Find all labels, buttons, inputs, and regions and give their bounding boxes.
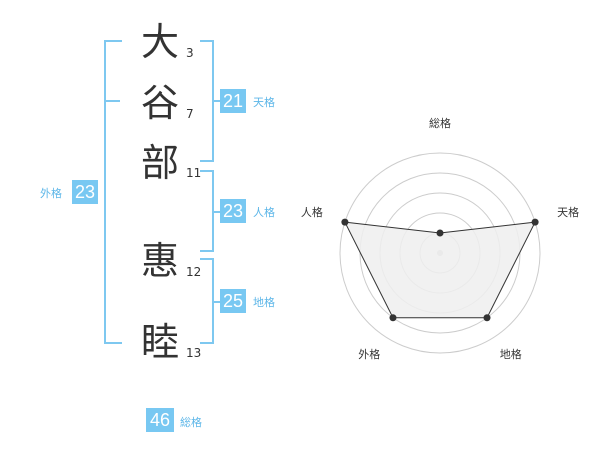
gaikaku-label: 外格 — [40, 187, 62, 200]
jinkaku-label: 人格 — [253, 206, 275, 219]
name-char-5: 睦 — [140, 320, 179, 364]
radar-point-3 — [389, 314, 397, 322]
gaikaku-bracket-tick — [104, 100, 120, 102]
name-char-4: 惠 — [140, 239, 179, 283]
radar-point-4 — [341, 218, 349, 226]
radar-grid-ring — [339, 152, 541, 354]
jinkaku-value: 23 — [220, 199, 246, 223]
name-char-1: 大 — [140, 20, 179, 64]
tenkaku-label: 天格 — [253, 96, 275, 109]
tenkaku-value: 21 — [220, 89, 246, 113]
stroke-count-1: 3 — [186, 46, 194, 60]
soukaku-label: 総格 — [180, 416, 202, 429]
chikaku-label: 地格 — [253, 296, 275, 309]
stroke-count-4: 12 — [186, 265, 202, 279]
gaikaku-value: 23 — [72, 180, 98, 204]
name-char-3: 部 — [140, 141, 179, 185]
soukaku-value: 46 — [146, 408, 174, 432]
radar-point-2 — [483, 314, 491, 322]
chikaku-value: 25 — [220, 289, 246, 313]
radar-axis-label-1: 天格 — [557, 205, 579, 219]
radar-axis-label-4: 人格 — [301, 205, 323, 219]
tenkaku-connector — [212, 100, 220, 102]
stroke-count-3: 11 — [186, 166, 202, 180]
gaikaku-bracket — [104, 40, 122, 344]
radar-axis-label-0: 総格 — [429, 116, 451, 130]
stroke-count-2: 7 — [186, 107, 194, 121]
chikaku-connector — [212, 301, 220, 303]
radar-axis-label-2: 地格 — [500, 347, 522, 360]
jinkaku-connector — [212, 211, 220, 213]
name-char-2: 谷 — [140, 81, 179, 125]
radar-axis-label-3: 外格 — [358, 347, 380, 360]
radar-point-1 — [531, 218, 539, 226]
radar-point-0 — [436, 229, 444, 237]
radar-series-polygon — [344, 221, 536, 319]
stroke-count-5: 13 — [186, 346, 202, 360]
